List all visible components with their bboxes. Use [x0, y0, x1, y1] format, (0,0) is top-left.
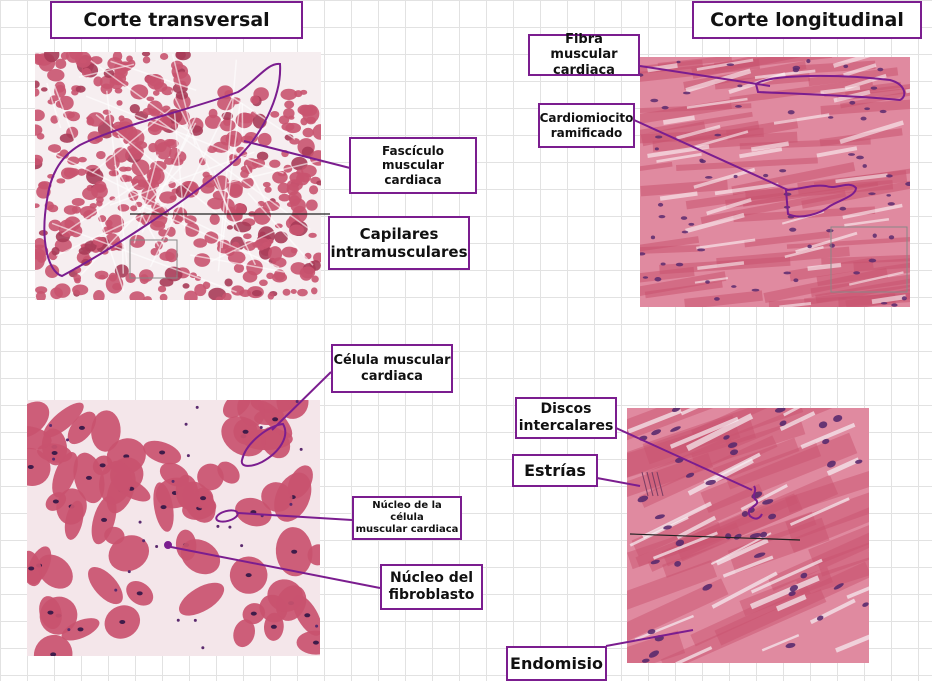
label-nucleo-celula-line1: Núcleo de la célula: [372, 500, 442, 523]
label-nucleo-fibroblasto-line2: fibroblasto: [388, 587, 475, 603]
label-nucleo-celula: Núcleo de la célula muscular cardiaca: [352, 496, 462, 540]
label-celula-line1: Célula muscular: [333, 352, 451, 368]
title-transversal: Corte transversal: [50, 1, 303, 39]
label-fibra-line2: cardiaca: [553, 62, 615, 78]
label-estrias: Estrías: [512, 454, 598, 487]
label-cardiomiocito-line2: ramificado: [550, 125, 623, 140]
label-discos: Discos intercalares: [515, 397, 617, 439]
label-nucleo-celula-line2: muscular cardiaca: [355, 524, 459, 535]
label-celula: Célula muscular cardiaca: [331, 344, 453, 393]
micrograph-transversal-low: [35, 52, 321, 300]
label-endomisio-text: Endomisio: [510, 653, 603, 673]
label-fasciculo-line2: cardiaca: [384, 172, 442, 187]
label-celula-line2: cardiaca: [361, 368, 423, 384]
label-nucleo-fibroblasto: Núcleo del fibroblasto: [380, 564, 483, 610]
micrograph-transversal-high: [27, 400, 320, 656]
label-nucleo-fibroblasto-line1: Núcleo del: [389, 570, 474, 587]
micrograph-longitudinal-low: [640, 57, 910, 307]
label-capilares-line2: intramusculares: [330, 243, 468, 261]
label-discos-line2: intercalares: [518, 418, 614, 434]
micrograph-longitudinal-high: [627, 408, 869, 663]
label-capilares-line1: Capilares: [359, 225, 439, 243]
label-fasciculo: Fascículo muscular cardiaca: [349, 137, 477, 194]
label-capilares: Capilares intramusculares: [328, 216, 470, 270]
label-fasciculo-line1: Fascículo muscular: [382, 143, 444, 173]
label-cardiomiocito: Cardiomiocito ramificado: [538, 103, 635, 148]
label-endomisio: Endomisio: [506, 646, 607, 681]
label-fibra: Fibra muscular cardiaca: [528, 31, 640, 78]
label-cardiomiocito-line1: Cardiomiocito: [539, 111, 634, 126]
label-discos-line1: Discos: [540, 401, 592, 418]
label-fibra-line1: Fibra muscular: [550, 31, 618, 63]
label-estrias-text: Estrías: [524, 460, 586, 480]
title-longitudinal: Corte longitudinal: [692, 1, 922, 39]
